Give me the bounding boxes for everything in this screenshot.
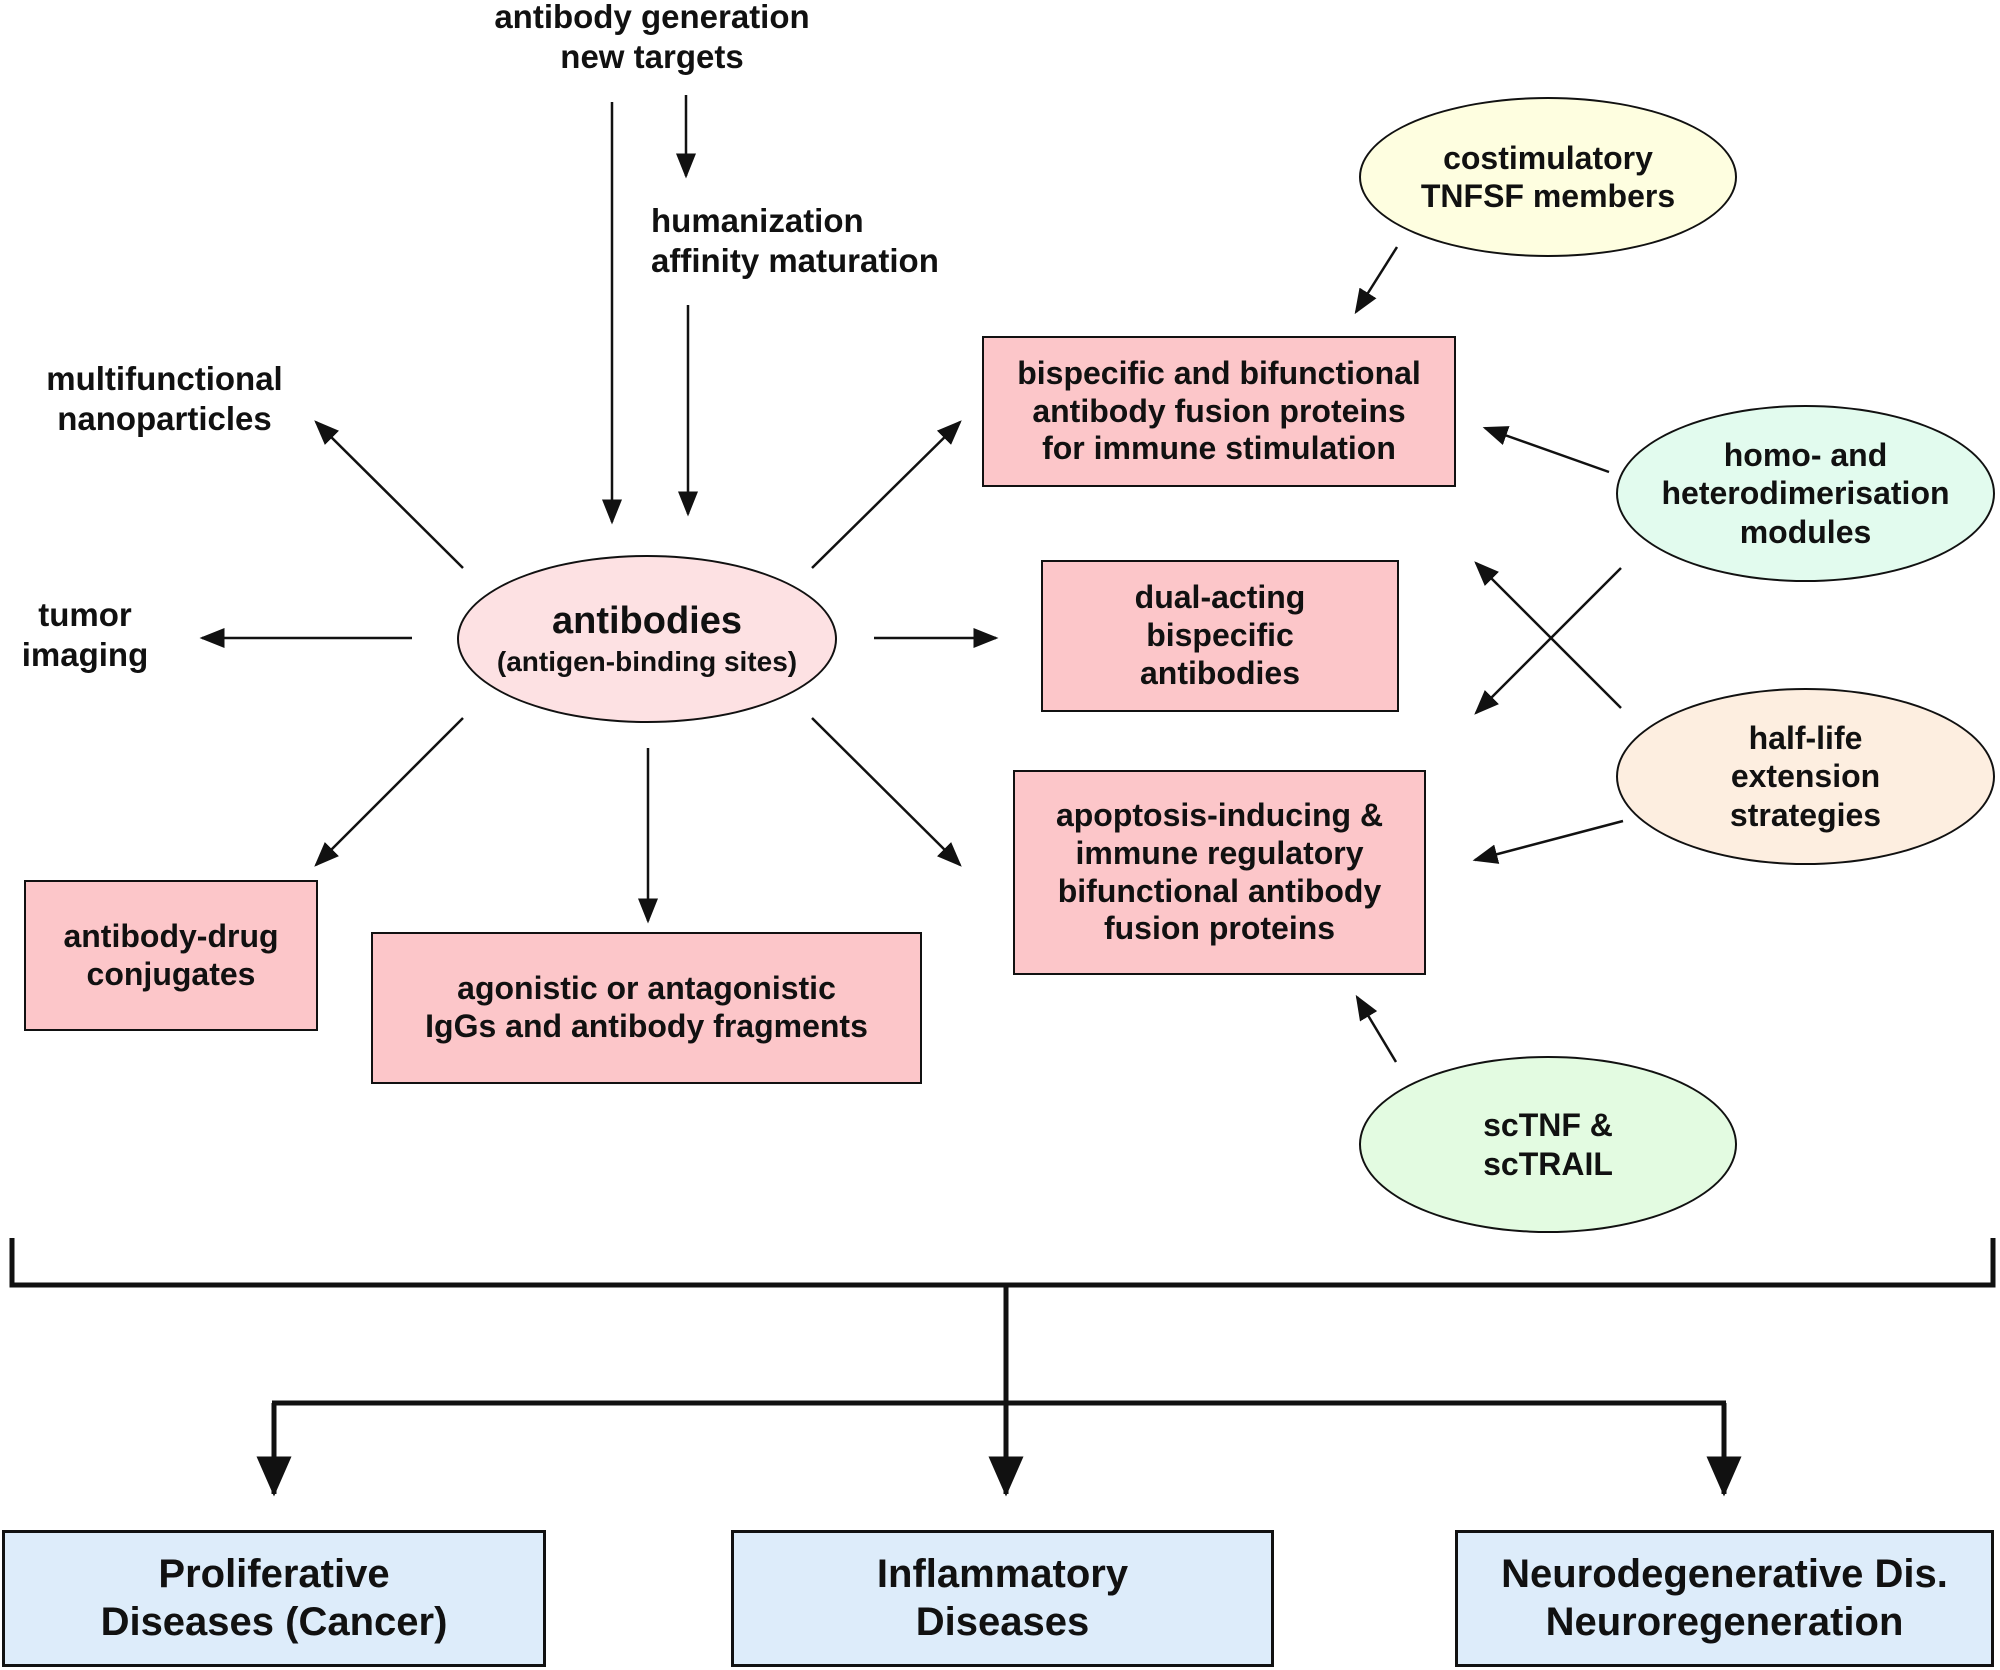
antibodies-title: antibodies [551,600,743,643]
text-line: strategies [1729,796,1882,833]
text-line: Neurodegenerative Dis. [1501,1552,1948,1597]
text-line: bifunctional antibody [1057,872,1382,909]
text-line: for immune stimulation [1042,430,1396,467]
text-line: antibody fusion proteins [1032,392,1406,429]
arrow-to-bispecific-immune [811,420,962,569]
arrow-to-apoptosis [811,717,962,867]
text-line: bispecific and bifunctional [1017,354,1421,391]
text-line: conjugates [86,955,256,992]
text-line: apoptosis-inducing & [1055,797,1384,833]
arrow-dimerisation-to-bispecific [1482,426,1610,474]
sctnf-node: scTNF &scTRAIL [1359,1056,1737,1233]
text-line: imaging [21,635,149,673]
text-line: scTNF & [1483,1107,1613,1144]
text-line: heterodimerisation [1661,475,1950,512]
text-line: fusion proteins [1103,910,1336,947]
arrow-halflife-to-dual [1474,561,1622,709]
text-line: extension [1730,758,1881,795]
arrow-dimerisation-to-dual [1474,567,1622,715]
text-line: tumor [38,596,132,633]
text-line: scTRAIL [1483,1145,1613,1182]
text-line: antibodies [1139,654,1300,691]
text-line: Proliferative [158,1552,390,1597]
text-line: homo- and [1723,436,1888,473]
text-line: antibody-drug [63,917,279,954]
text-line: affinity maturation [651,241,939,279]
text-line: modules [1739,513,1872,550]
arrow-costimulatory-to-bispecific [1354,246,1399,315]
text-line: dual-acting [1134,579,1306,616]
antibodies-node: antibodies (antigen-binding sites) [457,555,837,723]
arrow-to-adc [314,717,464,867]
arrow-halflife-to-apoptosis [1472,819,1624,864]
bracket [9,1238,1996,1288]
text-line: IgGs and antibody fragments [425,1008,868,1044]
text-line: bispecific [1146,617,1294,654]
text-line: humanization [651,202,864,239]
text-line: costimulatory [1443,139,1653,176]
text-line: half-life [1748,719,1863,756]
text-line: nanoparticles [57,399,272,437]
text-line: antibody generation [494,0,810,35]
text-line: agonistic or antagonistic [457,970,836,1007]
arrow-to-nanoparticles [314,420,464,569]
text-line: Diseases [915,1599,1090,1644]
arrow-sctnf-to-apoptosis [1355,994,1398,1063]
text-line: Diseases (Cancer) [100,1599,448,1644]
neurodegenerative-box: Neurodegenerative Dis.Neuroregeneration [1455,1530,1994,1667]
text-line: immune regulatory [1075,834,1364,871]
text-line: Inflammatory [876,1552,1129,1597]
text-line: TNFSF members [1420,178,1676,214]
antibodies-subtitle: (antigen-binding sites) [496,646,798,677]
text-line: Neuroregeneration [1545,1599,1904,1644]
text-line: new targets [560,37,744,75]
text-line: multifunctional [46,360,283,397]
